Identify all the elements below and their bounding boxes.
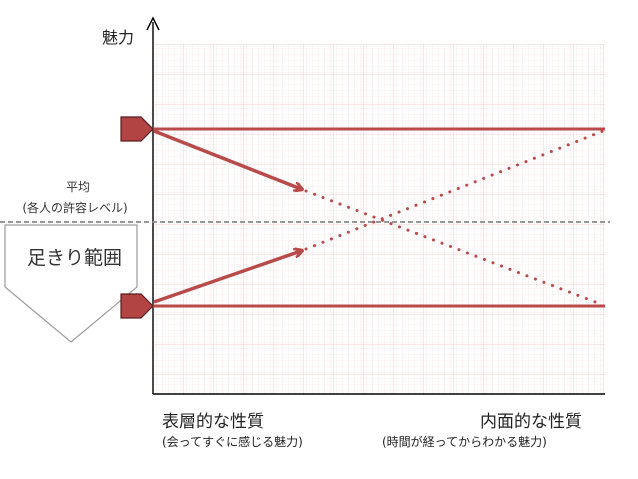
x-right-sub-label: (時間が経ってからわかる魅力) — [382, 435, 547, 449]
x-right-label: 内面的な性質 — [480, 412, 582, 432]
threshold-label: 足きり範囲 — [26, 247, 122, 269]
y-axis-label: 魅力 — [102, 28, 135, 47]
y-axis-arrow-icon — [146, 16, 160, 31]
x-left-sub-label: (会ってすぐに感じる魅力) — [162, 435, 303, 449]
rise-dotted-trend — [304, 129, 605, 251]
average-sub-label: (各人の許容レベル) — [22, 201, 128, 215]
low-start-marker-icon — [120, 293, 154, 319]
high-start-marker-icon — [120, 116, 154, 142]
plot-grid-major — [153, 44, 605, 394]
rise-arrow — [153, 251, 301, 304]
x-left-label: 表層的な性質 — [162, 412, 264, 432]
threshold-range-shape — [4, 224, 138, 343]
average-label: 平均 — [65, 180, 90, 194]
decline-arrow — [153, 129, 301, 189]
decline-dotted-trend — [304, 189, 605, 307]
